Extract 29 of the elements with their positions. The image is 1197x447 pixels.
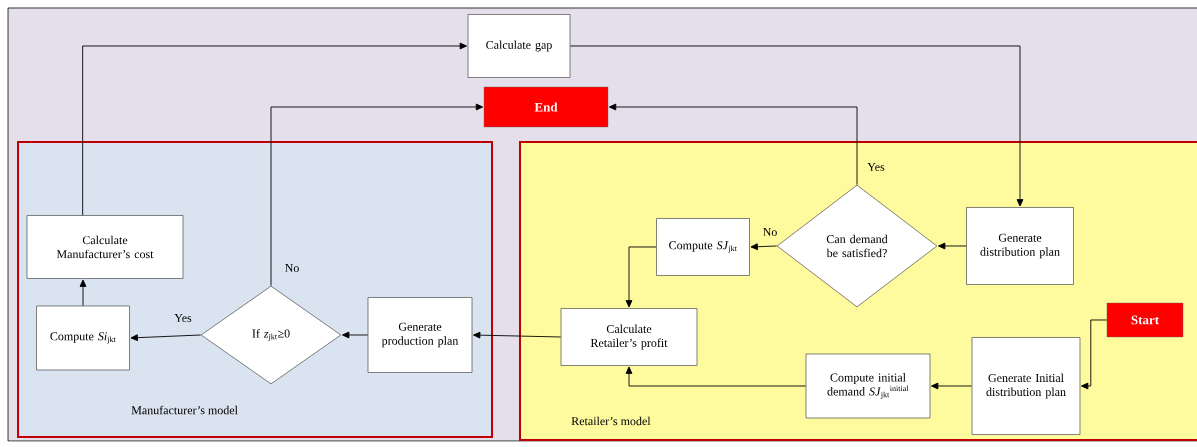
arrow (931, 382, 973, 390)
edge-label: No (283, 263, 301, 273)
arrow (625, 246, 657, 308)
process-box: Compute Si$_{jkt}$ (36, 305, 130, 371)
arrow (270, 103, 484, 287)
edge-label: Yes (866, 162, 886, 172)
arrow (625, 366, 807, 387)
process-box: Calculate Manufacturer’s cost (26, 215, 184, 279)
process-box: Compute SJ$_{jkt}$ (656, 218, 750, 276)
process-box: Compute initial demand SJ$_{jkt}$initial (805, 353, 931, 419)
edge-label: No (761, 227, 779, 237)
arrow (130, 334, 202, 342)
arrow (459, 42, 467, 50)
process-box: Generate Initial distribution plan (971, 337, 1081, 435)
process-box: Generate distribution plan (966, 207, 1074, 285)
terminal-box: End (483, 86, 609, 128)
arrow (342, 331, 369, 339)
arrow (473, 331, 562, 339)
process-box: Generate production plan (367, 297, 473, 373)
arrow (79, 279, 87, 307)
process-box: Calculate Retailer’s profit (560, 308, 698, 366)
arrow (1081, 319, 1108, 390)
process-box: Calculate gap (467, 14, 571, 78)
arrow (608, 103, 858, 186)
arrow (569, 45, 1024, 207)
edge-label: Yes (173, 313, 193, 323)
arrow (938, 242, 967, 250)
arrow (750, 243, 778, 251)
terminal-box: Start (1106, 302, 1184, 338)
